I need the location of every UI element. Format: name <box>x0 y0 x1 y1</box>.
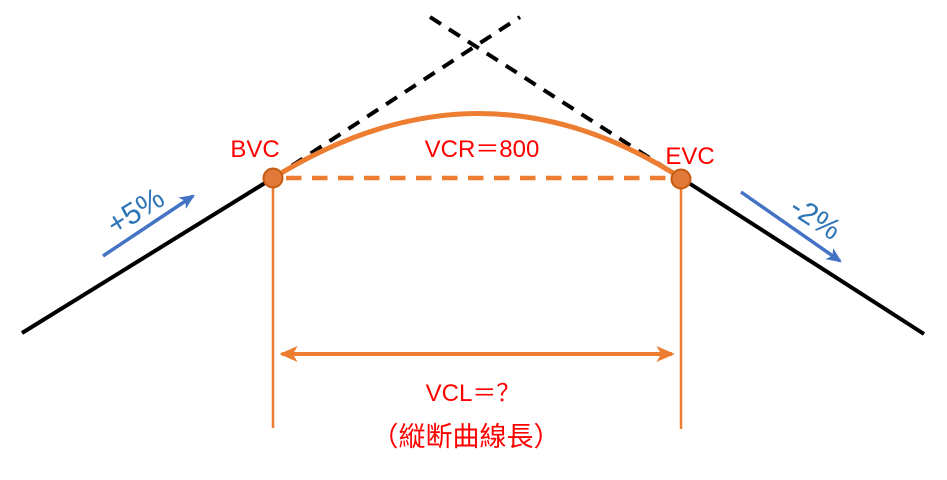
grade-left-arrow <box>102 194 195 258</box>
left-tangent-line <box>20 176 275 335</box>
left-tangent-extension-dashed <box>271 15 522 180</box>
bvc-point <box>262 167 284 189</box>
grade-right-arrow <box>739 190 842 263</box>
vcr-value-label: VCR＝800 <box>424 136 540 163</box>
evc-point <box>670 168 692 190</box>
bvc-label: BVC <box>230 136 280 163</box>
right-tangent-line <box>679 176 926 336</box>
vcl-japanese-caption: （縦断曲線長） <box>371 422 561 452</box>
evc-label: EVC <box>665 143 715 170</box>
vertical-curve <box>270 111 684 181</box>
vcl-value-label: VCL＝？ <box>425 380 521 407</box>
